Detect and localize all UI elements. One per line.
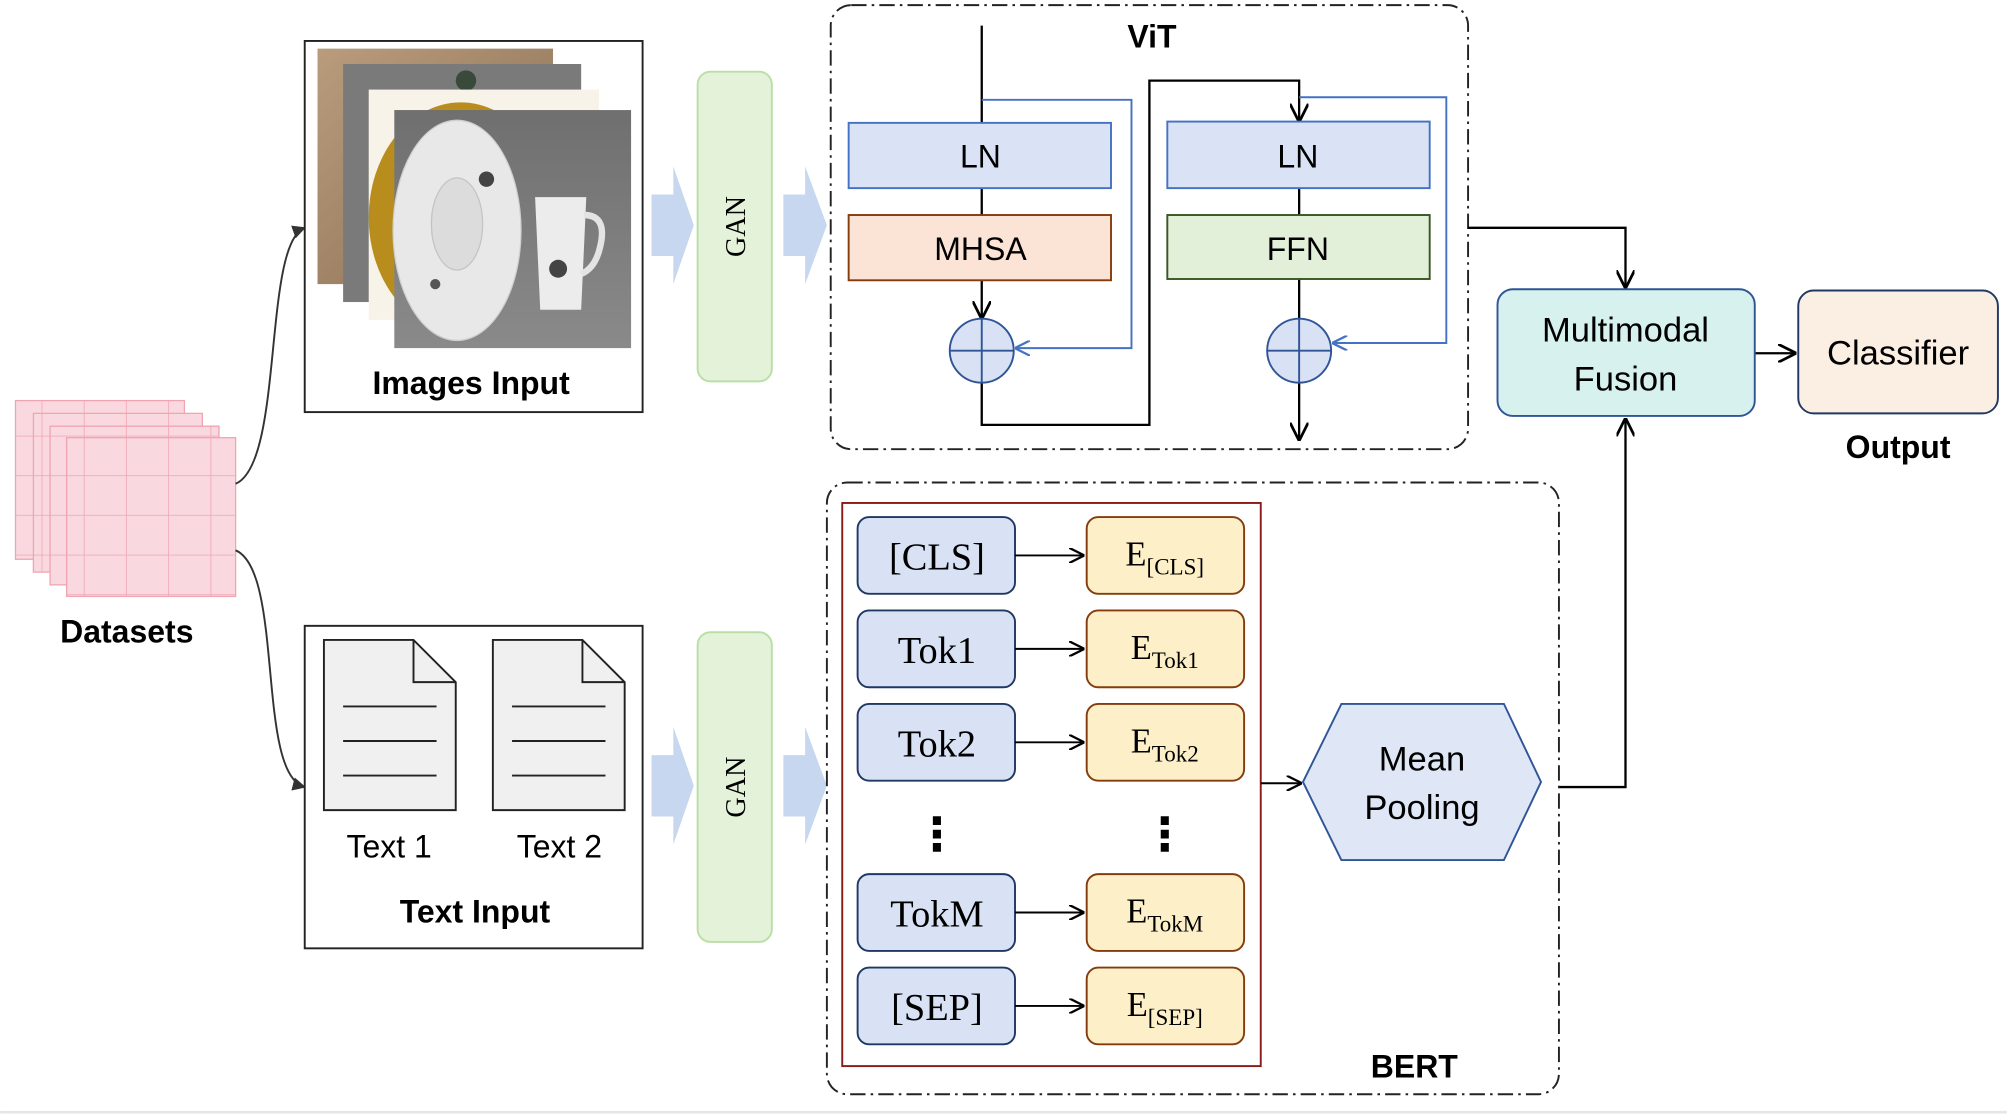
- vit-main-path: [982, 25, 1299, 439]
- fusion-label: Multimodal: [1542, 312, 1709, 350]
- embedding-label: E[CLS]: [1125, 536, 1204, 580]
- residual-add-icon: [948, 317, 1015, 384]
- embedding-base: E: [1125, 536, 1146, 574]
- mhsa-label: MHSA: [934, 231, 1027, 267]
- datasets-stack: [14, 399, 237, 598]
- text-input-label: Text Input: [400, 894, 551, 930]
- embedding-subscript: [CLS]: [1147, 554, 1205, 580]
- ffn-box: [1166, 214, 1431, 280]
- embedding-subscript: [SEP]: [1148, 1004, 1203, 1030]
- classifier-label: Classifier: [1827, 335, 1969, 373]
- token-label: [SEP]: [891, 987, 983, 1029]
- embedding-box: [1085, 609, 1246, 689]
- embedding-subscript: TokM: [1147, 911, 1203, 937]
- fusion-connectors: [1468, 226, 1794, 789]
- residual-add-icon: [1266, 317, 1333, 384]
- embedding-base: E: [1131, 723, 1152, 761]
- images-input-label: Images Input: [372, 365, 570, 401]
- pooling-label: Mean: [1379, 740, 1465, 778]
- datasets-label: Datasets: [60, 613, 193, 649]
- embedding-label: E[SEP]: [1127, 986, 1203, 1030]
- embedding-label: ETokM: [1126, 893, 1203, 937]
- embedding-label: ETok1: [1131, 629, 1199, 673]
- bert-title: BERT: [1371, 1049, 1459, 1085]
- gan-label: GAN: [721, 196, 752, 257]
- output-label: Output: [1846, 429, 1951, 465]
- document-icon: [322, 638, 457, 812]
- embedding-box: [1085, 516, 1246, 595]
- bert-container: [825, 481, 1560, 1096]
- embedding-base: E: [1126, 893, 1147, 931]
- ellipsis: ⋮: [914, 808, 960, 860]
- text-2-label: Text 2: [517, 828, 602, 864]
- vit-title: ViT: [1127, 18, 1177, 54]
- image-stack: [317, 48, 632, 349]
- token-group-box: [841, 502, 1262, 1068]
- ln-box-1: [847, 121, 1112, 190]
- embedding-box: [1085, 966, 1246, 1046]
- vit-skip-connections: [981, 96, 1448, 348]
- embedding-box: [1085, 873, 1246, 952]
- dataset-to-images-arrow: [235, 225, 306, 485]
- ln-label: LN: [960, 139, 1001, 175]
- classifier-box: [1797, 289, 1999, 415]
- mhsa-box: [847, 214, 1112, 282]
- embedding-base: E: [1127, 986, 1148, 1024]
- ln-box-2: [1166, 120, 1431, 190]
- document-icon: [491, 638, 626, 812]
- mean-pooling-hexagon: [1301, 702, 1543, 861]
- multimodal-fusion-box: [1496, 288, 1756, 417]
- text-1-label: Text 1: [347, 828, 432, 864]
- ffn-label: FFN: [1267, 231, 1329, 267]
- gan-box-image: [696, 70, 773, 383]
- dataset-to-text-arrow: [235, 549, 307, 791]
- flow-arrows: [651, 166, 827, 845]
- ln-label: LN: [1277, 139, 1318, 175]
- embedding-subscript: Tok1: [1152, 647, 1199, 673]
- fusion-label: Fusion: [1574, 360, 1678, 398]
- token-label: [CLS]: [889, 537, 985, 579]
- embedding-subscript: Tok2: [1152, 740, 1199, 766]
- embedding-label: ETok2: [1131, 723, 1199, 767]
- embedding-base: E: [1131, 629, 1152, 667]
- gan-label: GAN: [721, 757, 752, 818]
- embedding-box: [1085, 702, 1246, 782]
- token-label: TokM: [890, 894, 983, 936]
- token-label: Tok1: [898, 630, 976, 672]
- token-label: Tok2: [898, 723, 976, 765]
- ellipsis: ⋮: [1142, 808, 1188, 860]
- gan-box-text: [696, 631, 773, 943]
- pooling-label: Pooling: [1364, 789, 1479, 827]
